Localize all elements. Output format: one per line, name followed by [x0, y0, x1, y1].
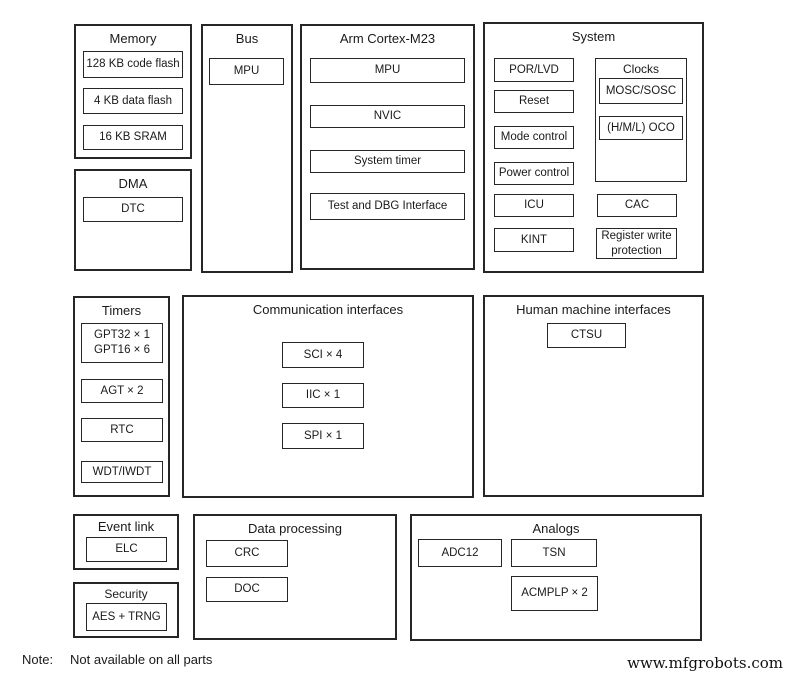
system-item-icu: ICU	[494, 194, 574, 217]
bus-title: Bus	[235, 31, 259, 46]
cortex-item-test-dbg: Test and DBG Interface	[310, 193, 465, 220]
cortex-title: Arm Cortex-M23	[339, 31, 436, 46]
system-title: System	[571, 29, 616, 44]
clocks-subblock: Clocks MOSC/SOSC (H/M/L) OCO	[595, 58, 687, 182]
memory-item-code-flash: 128 KB code flash	[83, 51, 183, 78]
memory-title: Memory	[109, 31, 157, 46]
comm-item-iic: IIC × 1	[282, 383, 364, 408]
hmi-block: Human machine interfaces CTSU	[483, 295, 704, 497]
comm-title: Communication interfaces	[252, 302, 404, 317]
system-item-cac: CAC	[597, 194, 677, 217]
memory-block: Memory 128 KB code flash 4 KB data flash…	[74, 24, 192, 159]
clocks-title: Clocks	[622, 62, 659, 76]
timers-title: Timers	[101, 303, 142, 318]
note-text: Not available on all parts	[70, 652, 213, 667]
hmi-title: Human machine interfaces	[516, 302, 671, 317]
dma-title: DMA	[118, 176, 148, 191]
bus-block: Bus MPU	[201, 24, 293, 273]
event-link-block: Event link ELC	[73, 514, 179, 570]
clocks-item-mosc-sosc: MOSC/SOSC	[599, 78, 683, 104]
cortex-block: Arm Cortex-M23 MPU NVIC System timer Tes…	[300, 24, 475, 270]
analogs-title: Analogs	[532, 521, 580, 536]
analogs-item-tsn: TSN	[511, 539, 597, 567]
system-item-kint: KINT	[494, 228, 574, 252]
event-link-title: Event link	[97, 519, 155, 534]
system-item-por-lvd: POR/LVD	[494, 58, 574, 82]
cortex-item-mpu: MPU	[310, 58, 465, 83]
data-processing-item-crc: CRC	[206, 540, 288, 567]
clocks-item-oco: (H/M/L) OCO	[599, 116, 683, 140]
system-item-register-write-protection: Register write protection	[596, 228, 677, 259]
system-item-mode-control: Mode control	[494, 126, 574, 149]
analogs-block: Analogs ADC12 TSN ACMPLP × 2	[410, 514, 702, 641]
comm-block: Communication interfaces SCI × 4 IIC × 1…	[182, 295, 474, 498]
system-block: System POR/LVD Reset Mode control Power …	[483, 22, 704, 273]
comm-item-sci: SCI × 4	[282, 342, 364, 368]
dma-item-dtc: DTC	[83, 197, 183, 222]
timers-item-agt: AGT × 2	[81, 379, 163, 403]
security-title: Security	[104, 587, 148, 601]
watermark: www.mfgrobots.com	[627, 654, 783, 672]
data-processing-title: Data processing	[248, 521, 342, 536]
hmi-item-ctsu: CTSU	[547, 323, 626, 348]
security-item-aes-trng: AES + TRNG	[86, 603, 167, 631]
dma-block: DMA DTC	[74, 169, 192, 271]
comm-item-spi: SPI × 1	[282, 423, 364, 449]
data-processing-item-doc: DOC	[206, 577, 288, 602]
system-item-reset: Reset	[494, 90, 574, 113]
analogs-item-acmplp: ACMPLP × 2	[511, 576, 598, 611]
timers-item-gpt: GPT32 × 1 GPT16 × 6	[81, 323, 163, 363]
note-label: Note:	[22, 652, 54, 667]
bus-item-mpu: MPU	[209, 58, 284, 85]
data-processing-block: Data processing CRC DOC	[193, 514, 397, 640]
memory-item-data-flash: 4 KB data flash	[83, 88, 183, 114]
system-item-power-control: Power control	[494, 162, 574, 185]
memory-item-sram: 16 KB SRAM	[83, 125, 183, 150]
analogs-item-adc12: ADC12	[418, 539, 502, 567]
security-block: Security AES + TRNG	[73, 582, 179, 638]
cortex-item-system-timer: System timer	[310, 150, 465, 173]
event-link-item-elc: ELC	[86, 537, 167, 562]
timers-item-rtc: RTC	[81, 418, 163, 442]
cortex-item-nvic: NVIC	[310, 105, 465, 128]
timers-block: Timers GPT32 × 1 GPT16 × 6 AGT × 2 RTC W…	[73, 296, 170, 497]
timers-item-wdt-iwdt: WDT/IWDT	[81, 461, 163, 483]
